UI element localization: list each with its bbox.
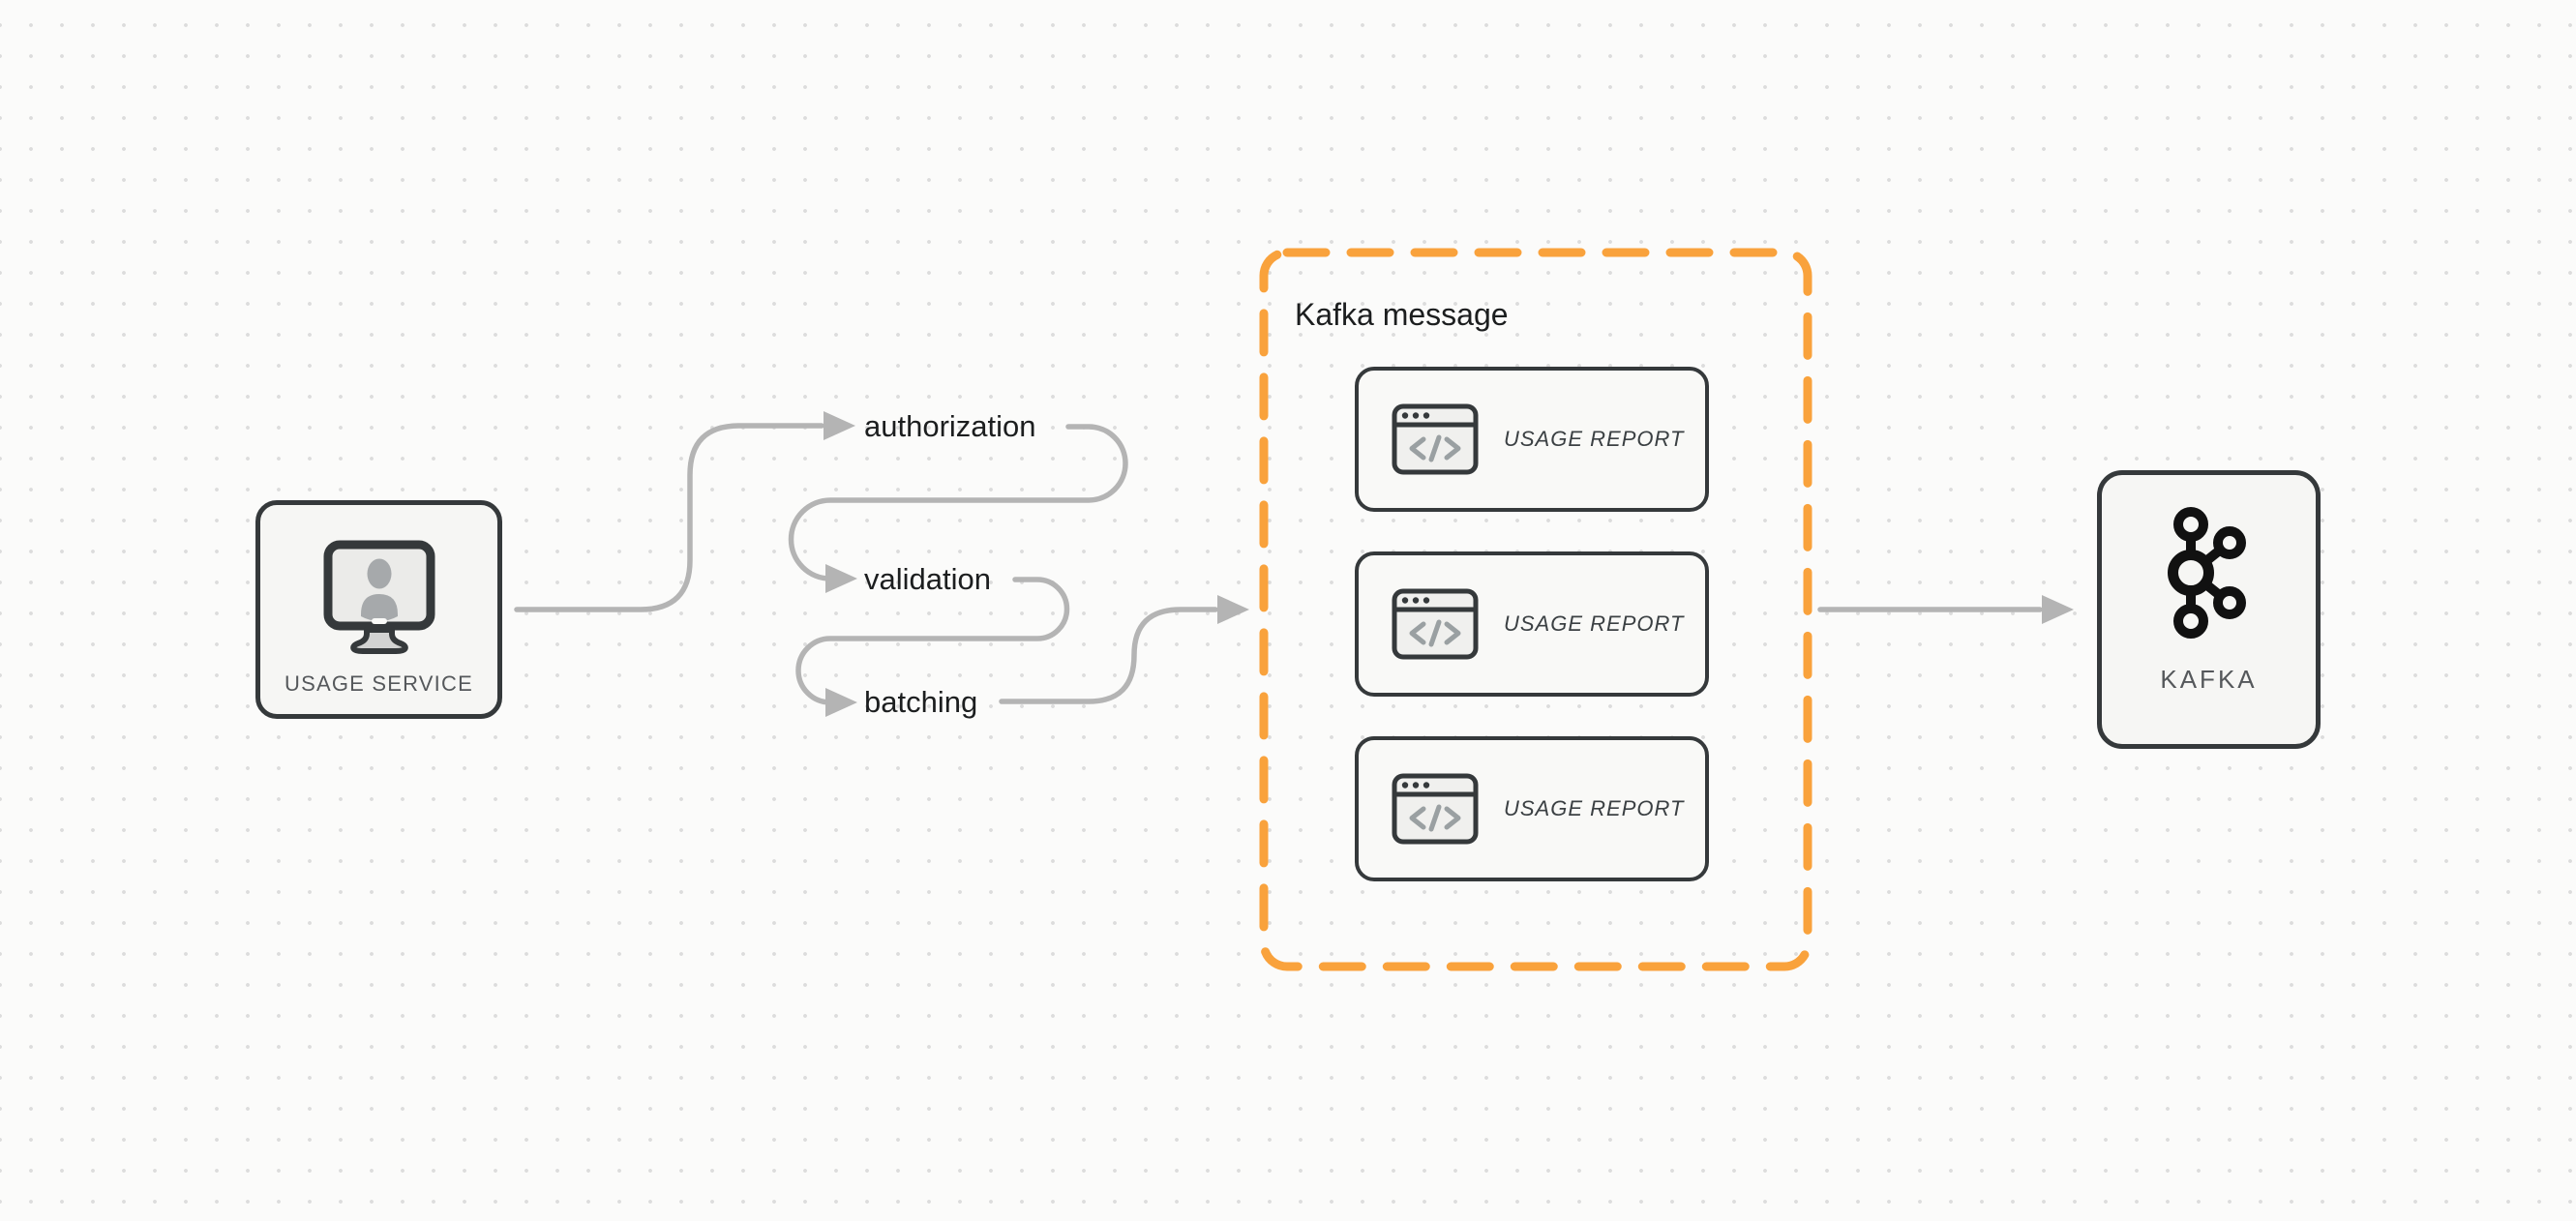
kafka-message-title: Kafka message: [1295, 297, 1509, 332]
usage-report-label: USAGE REPORT: [1504, 796, 1685, 820]
kafka-message-boundary: [1259, 248, 1812, 971]
step-validation-label: validation: [864, 562, 991, 596]
usage-report-card: USAGE REPORT: [1355, 551, 1718, 705]
kafka-label: KAFKA: [2160, 665, 2258, 694]
usage-report-label: USAGE REPORT: [1504, 427, 1685, 451]
usage-report-card: USAGE REPORT: [1355, 736, 1718, 890]
usage-report-label: USAGE REPORT: [1504, 611, 1685, 636]
arrowhead-batching: [825, 688, 857, 717]
code-window-icon: [1392, 403, 1479, 475]
step-authorization-label: authorization: [864, 409, 1036, 443]
arrowhead-kafka-message: [1217, 595, 1249, 624]
connector-usage-to-authorization: [514, 423, 824, 612]
code-window-icon: [1392, 773, 1479, 845]
connector-authorization-to-validation: [788, 424, 1128, 581]
connector-batching-to-kafka-message: [999, 607, 1218, 704]
arrowhead-kafka: [2042, 595, 2074, 624]
connector-validation-to-batching: [795, 577, 1070, 705]
step-batching-label: batching: [864, 685, 978, 719]
usage-report-card: USAGE REPORT: [1355, 367, 1718, 521]
kafka-node: KAFKA: [2097, 470, 2321, 749]
monitor-user-icon: [323, 540, 434, 654]
kafka-logo-icon: [2167, 507, 2246, 639]
arrowhead-authorization: [824, 411, 855, 440]
code-window-icon: [1392, 588, 1479, 660]
arrowhead-validation: [825, 564, 857, 593]
usage-service-label: USAGE SERVICE: [285, 671, 473, 696]
usage-service-node: USAGE SERVICE: [255, 500, 502, 719]
